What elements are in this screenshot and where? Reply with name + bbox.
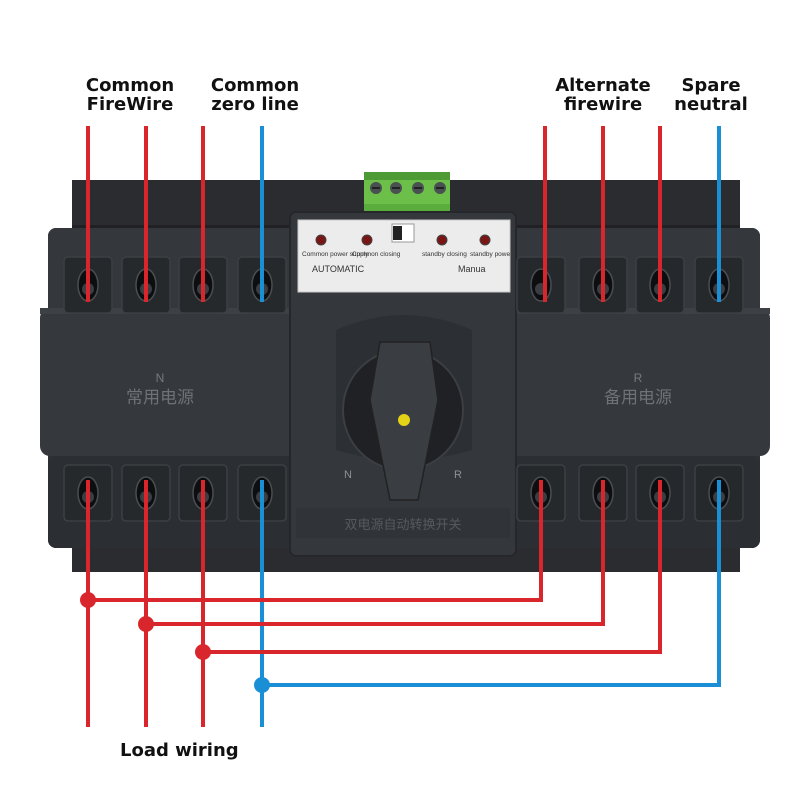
top-terminal-slot-3 [178,256,228,314]
standby-power-text: standby power [470,251,513,258]
top-terminal-slot-7 [635,256,685,314]
right-section-label: 备用电源 [604,388,672,407]
top-terminal-hole-8 [708,268,730,302]
mounting-plate [72,180,740,572]
bottom-terminal-hole-5 [530,476,552,510]
bottom-terminal-screw-4 [256,491,268,503]
bridge-wire-1 [86,480,543,602]
bottom-terminal-slot-8 [694,464,744,522]
knob-left-letter: N [344,469,352,481]
bottom-terminal-screw-5 [535,491,547,503]
label-alternate-firewire: Alternate firewire [555,75,651,115]
bottom-terminal-screw-8 [713,491,725,503]
label-common-firewire: Common FireWire [85,75,175,115]
top-terminal-slot-6 [578,256,628,314]
top-terminal-screw-5 [535,283,547,295]
bridge-wire-3 [201,480,662,654]
junction-dot-neutral [254,677,270,693]
top-terminal-slot-4 [237,256,287,314]
top-terminal-hole-1 [77,268,99,302]
top-terminal-hole-2 [135,268,157,302]
top-terminal-slot-1 [63,256,113,314]
common-power-supply-text: Common power supply [302,251,369,258]
top-terminal-slot-5 [516,256,566,314]
junction-dot-1 [80,592,96,608]
central-module [290,212,516,556]
bottom-terminal-hole-3 [192,476,214,510]
top-terminal-slot-2 [121,256,171,314]
right-section-letter: R [634,371,643,385]
bottom-terminal-slot-7 [635,464,685,522]
bottom-terminal-screw-1 [82,491,94,503]
standby-power-led [479,234,491,246]
control-terminal-block [364,172,450,212]
top-terminal-screw-3 [197,283,209,295]
top-terminal-hole-3 [192,268,214,302]
bottom-terminal-hole-7 [649,476,671,510]
top-terminal-hole-5 [530,268,552,302]
common-closing-text: Common closing [352,251,401,258]
common-power-led [315,234,327,246]
bottom-terminal-screw-7 [654,491,666,503]
bridge-wire-2 [144,480,605,626]
junction-dot-3 [195,644,211,660]
top-terminal-screw-1 [82,283,94,295]
bottom-terminal-hole-6 [592,476,614,510]
label-common-zero-line: Common zero line [210,75,300,115]
standby-closing-led [436,234,448,246]
top-terminal-screw-8 [713,283,725,295]
top-terminal-slot-8 [694,256,744,314]
bottom-plate-text: 双电源自动转换开关 [344,517,461,532]
bottom-terminal-screw-6 [597,491,609,503]
indicator-panel: Common power supply Common closing stand… [297,219,513,293]
bottom-terminal-screw-3 [197,491,209,503]
bridge-wire-neutral [260,480,721,687]
standby-closing-text: standby closing [422,251,467,258]
bottom-terminal-slot-2 [121,464,171,522]
device-body [48,228,760,548]
junction-dot-2 [138,616,154,632]
automatic-text: AUTOMATIC [312,264,365,274]
top-terminal-screw-6 [597,283,609,295]
manual-text: Manua [458,264,486,274]
knob-right-letter: R [454,469,462,481]
bottom-terminal-hole-8 [708,476,730,510]
bottom-terminal-slot-1 [63,464,113,522]
bottom-terminal-slot-6 [578,464,628,522]
label-load-wiring: Load wiring [120,740,239,761]
top-terminal-hole-6 [592,268,614,302]
bottom-terminal-slot-4 [237,464,287,522]
bottom-terminal-screw-2 [140,491,152,503]
bottom-terminal-hole-2 [135,476,157,510]
bottom-terminal-slot-3 [178,464,228,522]
rotary-knob: N R 双电源自动转换开关 [296,315,510,538]
bottom-terminal-slot-5 [516,464,566,522]
left-section-letter: N [156,371,165,385]
top-terminal-screw-4 [256,283,268,295]
bottom-terminal-hole-1 [77,476,99,510]
top-terminal-hole-7 [649,268,671,302]
label-spare-neutral: Spare neutral [674,75,748,115]
left-section-label: 常用电源 [126,388,194,407]
top-terminal-hole-4 [251,268,273,302]
top-terminal-screw-7 [654,283,666,295]
bottom-terminal-hole-4 [251,476,273,510]
top-terminal-screw-2 [140,283,152,295]
common-closing-led [361,234,373,246]
